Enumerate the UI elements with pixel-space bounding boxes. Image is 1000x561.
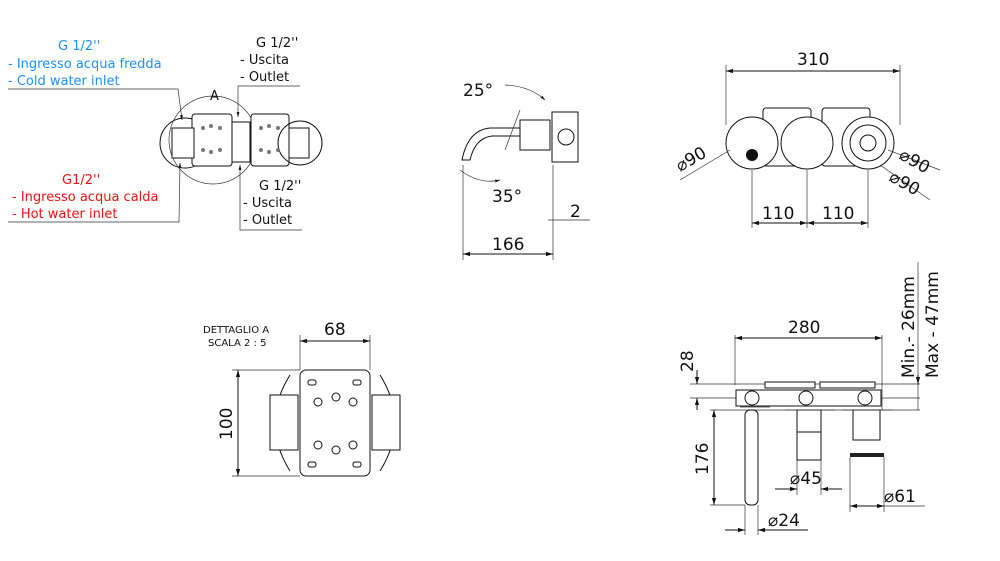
detail-title: DETTAGLIO A xyxy=(203,325,269,336)
dia-left-leader xyxy=(679,149,731,181)
cold-rosette xyxy=(780,116,834,170)
cold-body xyxy=(796,409,822,461)
hot-inlet-en: - Hot water inlet xyxy=(12,207,118,222)
dia-spout-label: ⌀24 xyxy=(768,511,800,531)
cold-leader xyxy=(8,88,183,121)
hot-thread-label: G1/2'' xyxy=(62,173,100,188)
hot-inlet-it: - Ingresso acqua calda xyxy=(12,190,159,205)
angle-arc-top xyxy=(504,84,546,101)
detail-a: DETTAGLIO A SCALA 2 : 5 68 100 xyxy=(203,320,401,477)
spout-length-label: 176 xyxy=(693,443,713,475)
angle-top-label: 25° xyxy=(463,81,493,101)
offset-label: 2 xyxy=(570,202,581,222)
spout-rosette xyxy=(725,116,779,170)
outlet-bottom-it: - Uscita xyxy=(243,196,292,211)
outlet-bottom-thread: G 1/2'' xyxy=(259,179,301,194)
left-fitting xyxy=(269,394,299,451)
angle-line xyxy=(504,109,521,151)
cold-inlet-en: - Cold water inlet xyxy=(8,74,120,89)
outlet-top-it: - Uscita xyxy=(240,53,289,68)
dia-handle-label: ⌀61 xyxy=(884,487,916,507)
detail-scale: SCALA 2 : 5 xyxy=(208,338,266,349)
projection-label: 166 xyxy=(492,235,524,255)
dia-body-label: ⌀45 xyxy=(790,469,822,489)
side-view: 25° 35° 2 166 xyxy=(459,81,590,260)
cold-valve xyxy=(171,127,195,159)
handle-body xyxy=(288,127,310,159)
angle-bottom-label: 35° xyxy=(492,187,522,207)
section-view: 280 28 176 ⌀24 ⌀45 ⌀61 Min.- 26mm Max - … xyxy=(678,262,943,535)
front-view: 310 ⌀90 ⌀90 ⌀90 110 110 xyxy=(673,50,941,228)
right-fitting xyxy=(371,394,401,451)
section-width-label: 280 xyxy=(788,318,820,338)
spacing-right-label: 110 xyxy=(822,204,854,224)
max-depth-label: Max - 47mm xyxy=(923,271,943,378)
detail-plate xyxy=(299,369,371,477)
mounting-plate-right xyxy=(250,113,290,167)
outlet-top-en: - Outlet xyxy=(240,70,289,85)
min-depth-label: Min.- 26mm xyxy=(899,276,919,378)
section-depth-label: 28 xyxy=(678,350,698,372)
angle-arc-bottom xyxy=(459,169,501,183)
outlet-fitting xyxy=(231,121,251,163)
valve-body xyxy=(519,119,551,151)
spout-body xyxy=(744,409,759,506)
spacing-left-label: 110 xyxy=(762,204,794,224)
detail-width-label: 68 xyxy=(324,320,346,340)
hot-leader xyxy=(8,162,182,223)
mounting-plate-left xyxy=(191,113,233,167)
outlet-bottom-leader xyxy=(238,165,302,231)
outlet-bottom-en: - Outlet xyxy=(243,213,292,228)
right-rosette xyxy=(277,120,323,166)
cold-inlet-it: - Ingresso acqua fredda xyxy=(8,57,162,72)
width-label: 310 xyxy=(797,50,829,70)
handle-knob xyxy=(850,453,884,457)
valve-cartridge xyxy=(557,128,575,146)
outlet-top-thread: G 1/2'' xyxy=(256,36,298,51)
handle-body xyxy=(852,409,881,441)
detail-marker: A xyxy=(210,89,219,104)
cold-thread-label: G 1/2'' xyxy=(58,39,100,54)
top-view: A G 1/2'' - Ingresso acqua fredda - Cold… xyxy=(8,36,323,231)
dia-left-label: ⌀90 xyxy=(673,143,711,176)
detail-height-label: 100 xyxy=(217,408,237,440)
outlet-top-leader xyxy=(236,85,300,117)
